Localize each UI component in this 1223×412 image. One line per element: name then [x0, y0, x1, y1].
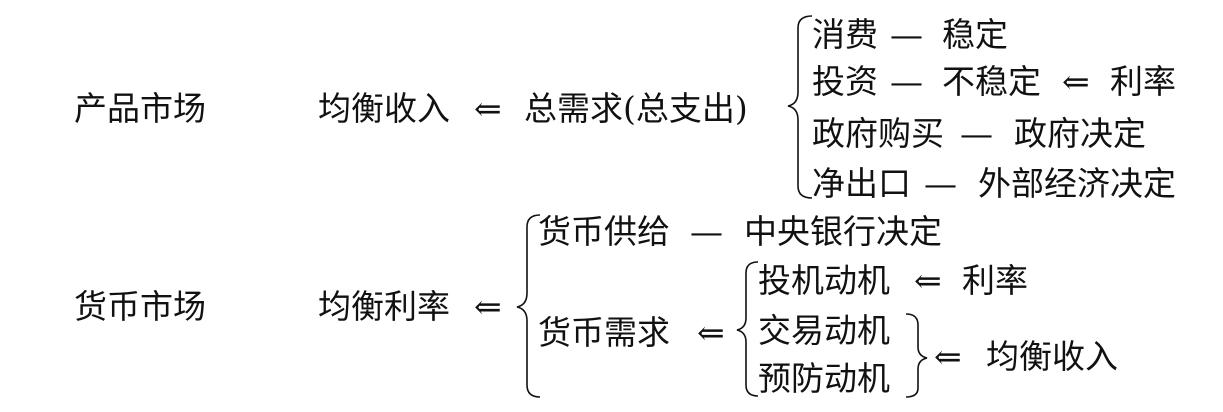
arrow-interest-money: ⇐: [474, 287, 502, 326]
money-supply-label: 货币供给: [538, 212, 670, 251]
investment-dash: —: [890, 62, 923, 101]
net-exports-value: 外部经济决定: [978, 164, 1176, 203]
transaction-motive-label: 交易动机: [758, 311, 890, 350]
consumption-dash: —: [890, 15, 923, 54]
precautionary-motive-label: 预防动机: [758, 359, 890, 398]
money-demand-label: 货币需求: [538, 313, 670, 352]
speculative-motive-arrow: ⇐: [914, 261, 942, 300]
net-exports-dash: —: [924, 164, 957, 203]
money-supply-value: 中央银行决定: [744, 212, 942, 251]
government-purchases-label: 政府购买: [812, 114, 944, 153]
product-market-label: 产品市场: [74, 89, 206, 128]
investment-arrow: ⇐: [1062, 62, 1090, 101]
government-purchases-value: 政府决定: [1014, 114, 1146, 153]
speculative-motive-cause: 利率: [962, 261, 1028, 300]
consumption-label: 消费: [812, 15, 878, 54]
speculative-motive-label: 投机动机: [758, 261, 890, 300]
money-demand-arrow: ⇐: [697, 313, 725, 352]
grouped-motives-cause: 均衡收入: [986, 337, 1118, 376]
equilibrium-income-label: 均衡收入: [318, 89, 450, 128]
aggregate-demand-label: 总需求(总支出): [524, 89, 748, 128]
money-market-label: 货币市场: [74, 287, 206, 326]
investment-label: 投资: [812, 62, 878, 101]
consumption-value: 稳定: [942, 15, 1008, 54]
arrow-income-demand: ⇐: [474, 89, 502, 128]
equilibrium-interest-label: 均衡利率: [318, 287, 450, 326]
government-purchases-dash: —: [960, 114, 993, 153]
investment-value: 不稳定: [942, 62, 1041, 101]
money-supply-dash: —: [690, 212, 723, 251]
investment-cause: 利率: [1110, 62, 1176, 101]
net-exports-label: 净出口: [812, 164, 911, 203]
grouped-motives-arrow: ⇐: [934, 337, 962, 376]
